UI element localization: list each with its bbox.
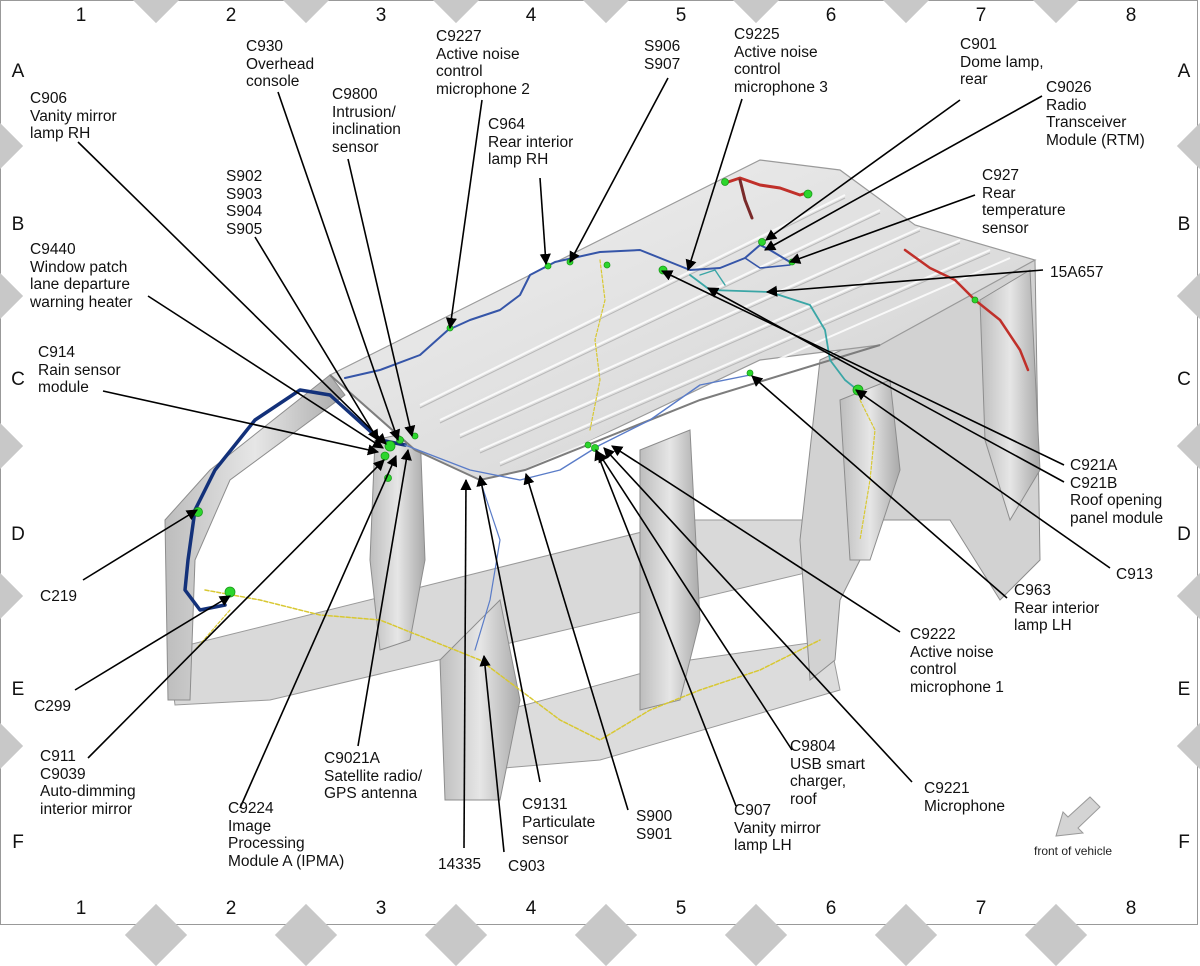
grid-row-label: A — [11, 61, 25, 82]
grid-column-label: 4 — [525, 898, 537, 919]
grid-row-label: C — [1177, 369, 1191, 390]
callout-15a657: 15A657 — [1050, 264, 1104, 281]
callout-c921: C921A C921B Roof opening panel module — [1070, 457, 1164, 527]
wiring-harness — [183, 176, 1030, 741]
callout-c907: C907 Vanity mirror lamp LH — [734, 802, 821, 854]
grid-column-label: 8 — [1125, 898, 1137, 919]
callout-c901: C901 Dome lamp, rear — [960, 36, 1044, 88]
grid-row-label: B — [1177, 214, 1191, 235]
callout-c9222: C9222 Active noise control microphone 1 — [910, 626, 1004, 696]
grid-column-label: 4 — [525, 5, 537, 26]
grid-row-label: E — [1177, 679, 1191, 700]
grid-column-label: 1 — [75, 898, 87, 919]
callout-c9804: C9804 USB smart charger, roof — [790, 738, 865, 808]
grid-row-label: F — [1178, 832, 1190, 853]
callout-s906: S906 S907 — [644, 38, 681, 73]
grid-column-label: 1 — [75, 5, 87, 26]
callout-c9131: C9131 Particulate sensor — [522, 796, 596, 848]
callout-c9224: C9224 Image Processing Module A (IPMA) — [228, 800, 345, 870]
callout-leader-lines — [74, 77, 1111, 853]
callout-14335: 14335 — [438, 856, 482, 873]
callout-c906: C906 Vanity mirror lamp RH — [30, 90, 117, 142]
callout-c903: C903 — [508, 858, 546, 875]
callout-c930: C930 Overhead console — [246, 38, 315, 90]
grid-row-label: D — [11, 524, 25, 545]
callout-c927: C927 Rear temperature sensor — [982, 167, 1066, 237]
callout-c9440: C9440 Window patch lane departure warnin… — [30, 241, 133, 311]
grid-column-label: 7 — [975, 5, 987, 26]
callout-c9227: C9227 Active noise control microphone 2 — [436, 28, 530, 98]
callout-s900: S900 S901 — [636, 808, 673, 843]
arrow-down-left-icon — [1055, 796, 1101, 837]
callout-c219: C219 — [40, 588, 78, 605]
grid-column-label: 2 — [225, 5, 237, 26]
callout-c914: C914 Rain sensor module — [38, 344, 121, 396]
vehicle-roof-harness-illustration — [74, 77, 1111, 853]
grid-column-label: 5 — [675, 5, 687, 26]
callout-s902: S902 S903 S904 S905 — [226, 168, 263, 238]
grid-row-label: F — [12, 832, 24, 853]
callout-c9800: C9800 Intrusion/ inclination sensor — [332, 86, 401, 156]
callout-c964: C964 Rear interior lamp RH — [488, 116, 574, 168]
grid-column-label: 2 — [225, 898, 237, 919]
grid-row-label: B — [11, 214, 25, 235]
grid-column-label: 5 — [675, 898, 687, 919]
callout-c9026: C9026 Radio Transceiver Module (RTM) — [1046, 79, 1145, 149]
grid-column-label: 3 — [375, 898, 387, 919]
grid-column-label: 8 — [1125, 5, 1137, 26]
callout-c9225: C9225 Active noise control microphone 3 — [734, 26, 828, 96]
callout-c9021a: C9021A Satellite radio/ GPS antenna — [324, 750, 423, 802]
grid-column-label: 6 — [825, 5, 837, 26]
grid-row-label: E — [11, 679, 25, 700]
callout-c963: C963 Rear interior lamp LH — [1014, 582, 1100, 634]
front-of-vehicle-label: front of vehicle — [1034, 844, 1113, 858]
grid-row-label: A — [1177, 61, 1191, 82]
callout-c9221: C9221 Microphone — [924, 780, 1005, 815]
grid-row-label: C — [11, 369, 25, 390]
callout-c913: C913 — [1116, 566, 1154, 583]
vehicle-body-frame — [164, 159, 1041, 801]
grid-column-label: 6 — [825, 898, 837, 919]
grid-row-label: D — [1177, 524, 1191, 545]
grid-column-label: 7 — [975, 898, 987, 919]
callout-c299: C299 — [34, 698, 72, 715]
grid-column-label: 3 — [375, 5, 387, 26]
callout-c911: C911 C9039 Auto-dimming interior mirror — [40, 748, 136, 818]
